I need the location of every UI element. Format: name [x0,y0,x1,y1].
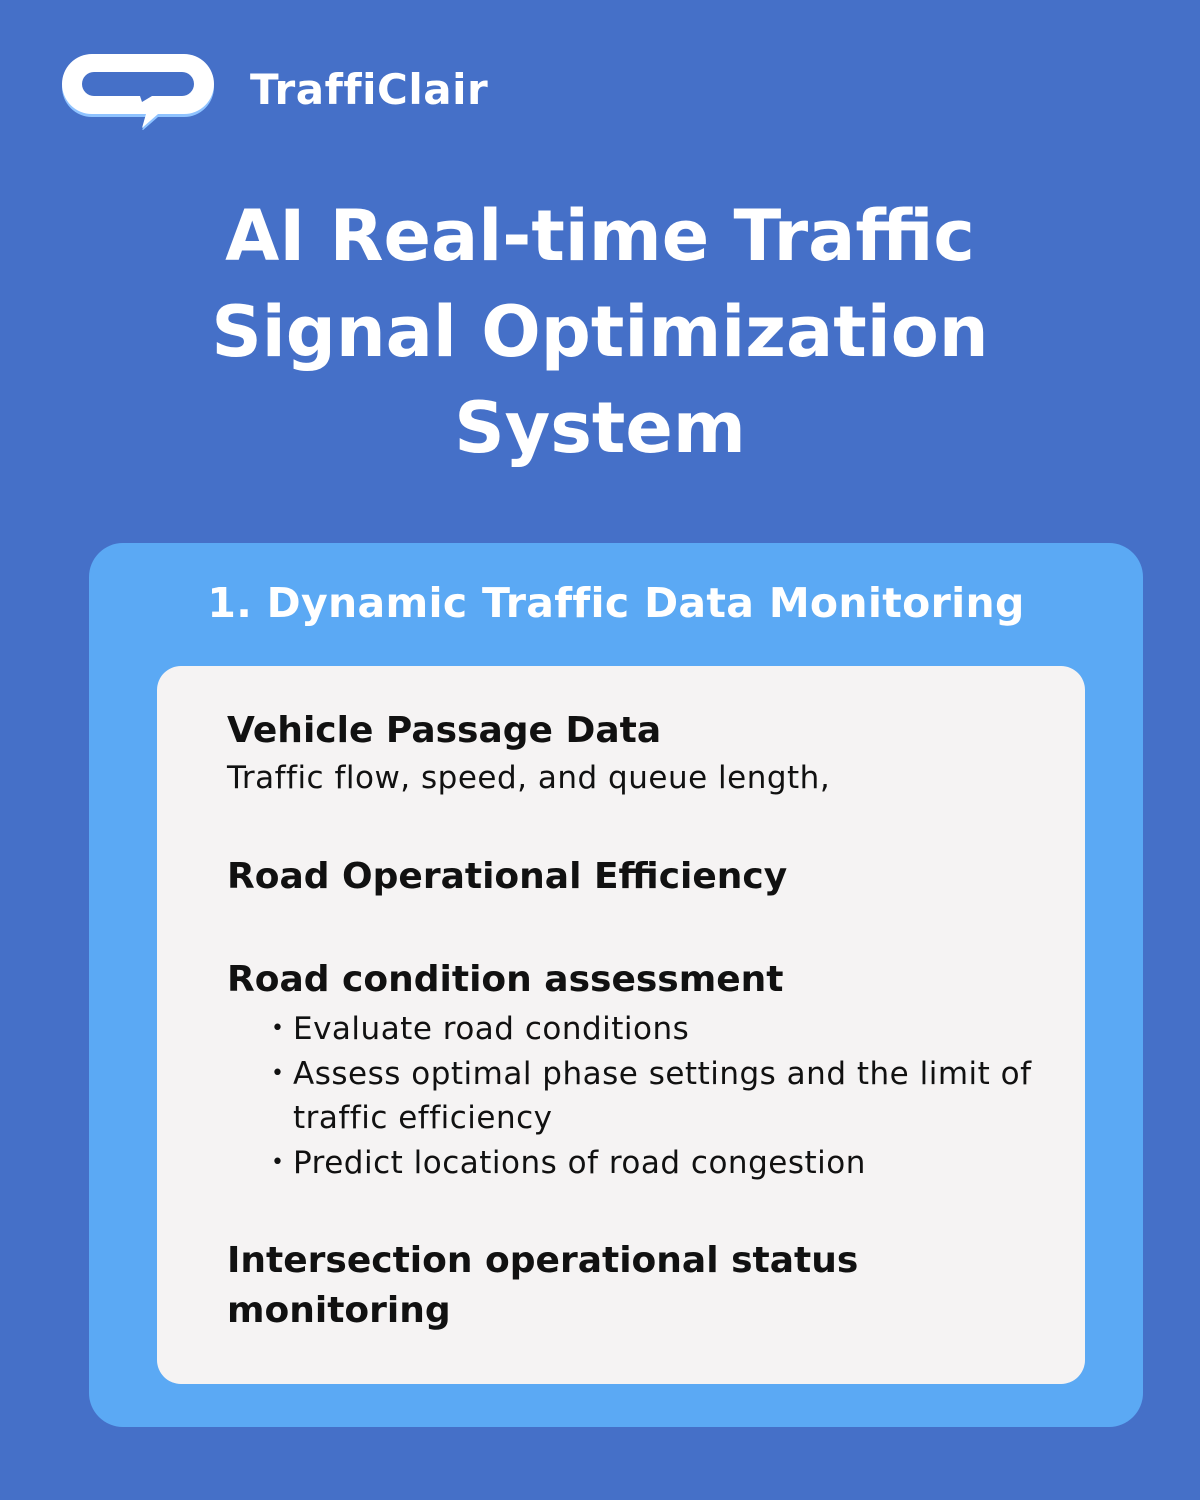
bullet-icon: • [271,1016,285,1041]
bullet-text: Evaluate road conditions [293,1011,690,1047]
detail-panel: Vehicle Passage Data Traffic flow, speed… [157,666,1085,1384]
item-title: Vehicle Passage Data [227,710,662,751]
bullet-text: Assess optimal phase settings and the li… [293,1055,1032,1137]
bullet-text: Predict locations of road congestion [293,1144,866,1181]
section-heading: 1. Dynamic Traffic Data Monitoring [207,579,1025,627]
item-title: Road condition assessment [227,959,784,1000]
item-description: Traffic flow, speed, and queue length, [227,760,831,796]
bullet-list: • Evaluate road conditions • Assess opti… [271,1007,1045,1185]
speech-bubble-logo-icon [62,54,214,130]
bullet-item: • Evaluate road conditions [271,1007,1045,1052]
section-card: 1. Dynamic Traffic Data Monitoring Vehic… [89,543,1143,1427]
brand-header: TraffiClair [58,50,488,130]
list-item-road-efficiency: Road Operational Efficiency [227,852,1045,902]
bullet-icon: • [271,1149,285,1175]
list-item-intersection-status: Intersection operational status monitori… [227,1236,905,1336]
brand-name: TraffiClair [250,65,489,114]
bullet-icon: • [271,1060,285,1086]
list-item-vehicle-passage: Vehicle Passage Data Traffic flow, speed… [227,706,1045,800]
list-item-road-condition: Road condition assessment • Evaluate roa… [227,955,1045,1185]
page-title: AI Real-time Traffic Signal Optimization… [211,195,989,469]
bullet-item: • Assess optimal phase settings and the … [271,1052,1045,1141]
item-title: Road Operational Efficiency [227,856,788,897]
item-title: Intersection operational status monitori… [227,1240,859,1331]
bullet-item: • Predict locations of road congestion [271,1141,1045,1186]
